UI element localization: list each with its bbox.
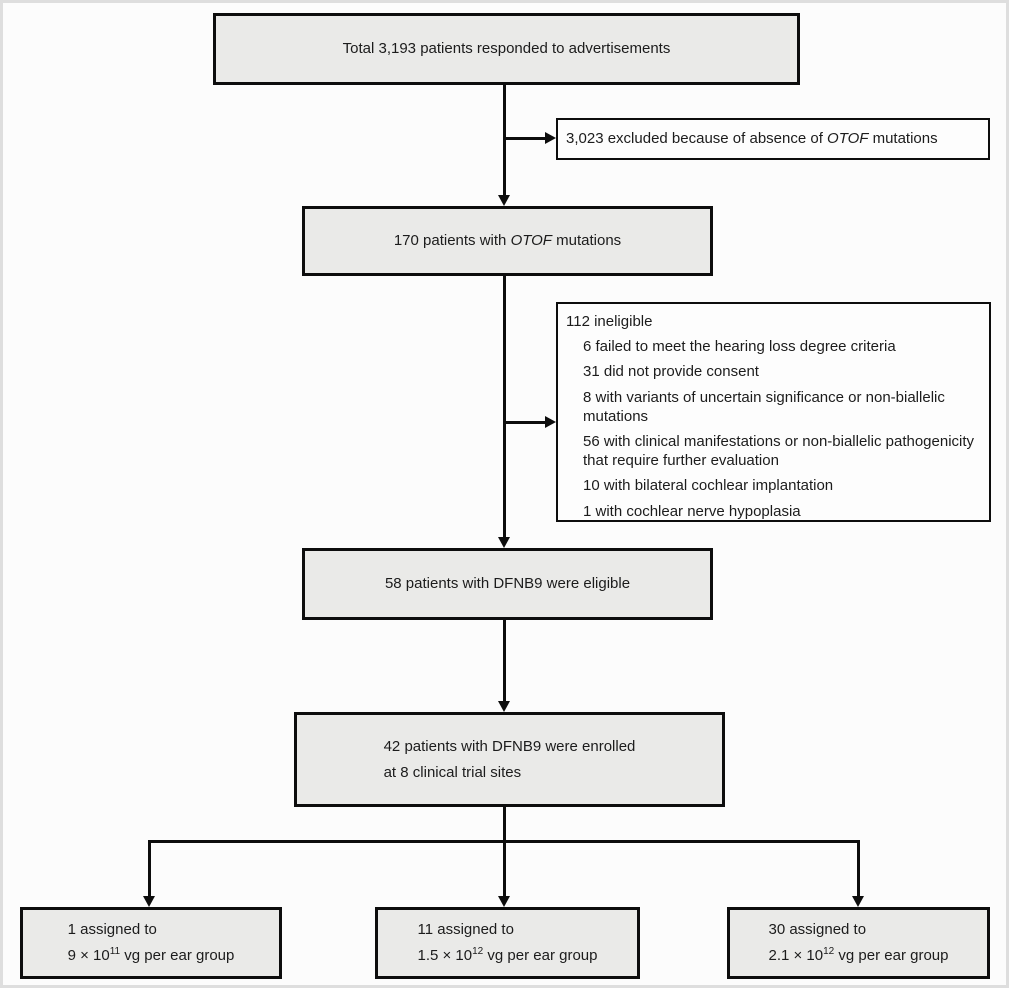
dose-exponent: 12 <box>823 946 835 957</box>
ineligible-item: 6 failed to meet the hearing loss degree… <box>583 338 896 356</box>
connector-to-excluded <box>503 137 546 140</box>
connector-branch-to-group-high <box>857 840 860 897</box>
ineligible-header: 112 ineligible <box>566 313 653 330</box>
arrowhead-branch-to-group-high <box>852 896 864 907</box>
dose-exponent: 11 <box>109 946 121 957</box>
gene-symbol-otof: OTOF <box>510 231 552 249</box>
gene-symbol-otof: OTOF <box>827 129 869 147</box>
ineligible-item: 31 did not provide consent <box>583 363 759 381</box>
arrowhead-total-to-otof <box>498 195 510 206</box>
connector-branch-to-group-mid <box>503 840 506 897</box>
connector-otof-to-eligible <box>503 276 506 538</box>
arrowhead-eligible-to-enrolled <box>498 701 510 712</box>
box-dose-group-mid-text: 11 assigned to 1.5 × 1012 vg per ear gro… <box>417 920 598 964</box>
box-eligible-text: 58 patients with DFNB9 were eligible <box>384 574 631 592</box>
connector-enrolled-to-branch <box>503 807 506 843</box>
arrowhead-branch-to-group-low <box>143 896 155 907</box>
connector-to-ineligible <box>503 421 546 424</box>
box-dose-group-mid: 11 assigned to 1.5 × 1012 vg per ear gro… <box>375 907 640 979</box>
box-dose-group-high-text: 30 assigned to 2.1 × 1012 vg per ear gro… <box>768 920 949 964</box>
connector-eligible-to-enrolled <box>503 620 506 702</box>
box-total-responded-text: Total 3,193 patients responded to advert… <box>342 39 671 57</box>
ineligible-item: 1 with cochlear nerve hypoplasia <box>583 502 801 520</box>
box-dose-group-low: 1 assigned to 9 × 1011 vg per ear group <box>20 907 282 979</box>
ineligible-item: 56 with clinical manifestations or non-b… <box>583 432 975 470</box>
box-otof-text: 170 patients with OTOF mutations <box>393 231 622 249</box>
box-otof-mutations: 170 patients with OTOF mutations <box>302 206 713 276</box>
arrowhead-branch-to-group-mid <box>498 896 510 907</box>
box-excluded-no-otof: 3,023 excluded because of absence of OTO… <box>556 118 990 160</box>
box-dose-group-low-text: 1 assigned to 9 × 1011 vg per ear group <box>67 920 235 964</box>
arrowhead-otof-to-eligible <box>498 537 510 548</box>
arrowhead-to-ineligible <box>545 416 556 428</box>
connector-branch-to-group-low <box>148 840 151 897</box>
box-total-responded: Total 3,193 patients responded to advert… <box>213 13 800 85</box>
box-ineligible-reasons: 112 ineligible 6 failed to meet the hear… <box>556 302 991 522</box>
box-enrolled-text: 42 patients with DFNB9 were enrolled at … <box>383 738 636 781</box>
dose-exponent: 12 <box>472 946 484 957</box>
box-excluded-text: 3,023 excluded because of absence of OTO… <box>566 129 938 147</box>
ineligible-item: 10 with bilateral cochlear implantation <box>583 477 834 495</box>
connector-total-to-otof <box>503 85 506 196</box>
ineligible-item: 8 with variants of uncertain significanc… <box>583 388 945 425</box>
box-eligible-dfnb9: 58 patients with DFNB9 were eligible <box>302 548 713 620</box>
arrowhead-to-excluded <box>545 132 556 144</box>
box-dose-group-high: 30 assigned to 2.1 × 1012 vg per ear gro… <box>727 907 990 979</box>
box-enrolled-dfnb9: 42 patients with DFNB9 were enrolled at … <box>294 712 725 807</box>
